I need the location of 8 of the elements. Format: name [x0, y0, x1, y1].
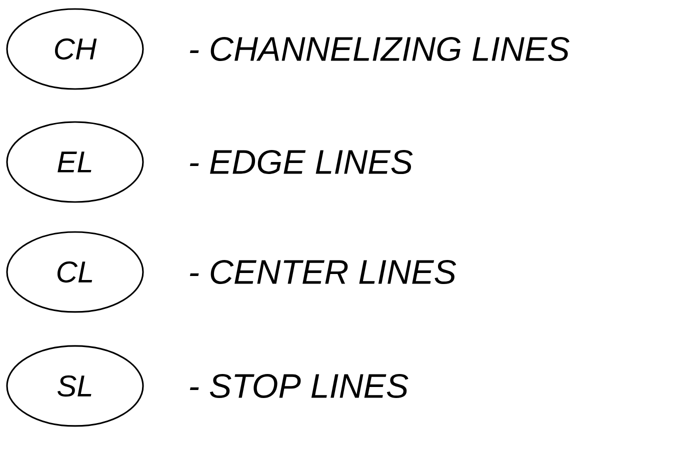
legend-text: - EDGE LINES	[190, 150, 413, 174]
ellipse-label: SL	[6, 345, 144, 427]
ellipse-label: CH	[6, 8, 144, 90]
ellipse-label: EL	[6, 121, 144, 203]
legend-text: - CENTER LINES	[190, 260, 456, 284]
ellipse-label: CL	[6, 231, 144, 313]
legend-text: - STOP LINES	[190, 374, 408, 398]
legend-text: - CHANNELIZING LINES	[190, 36, 570, 62]
